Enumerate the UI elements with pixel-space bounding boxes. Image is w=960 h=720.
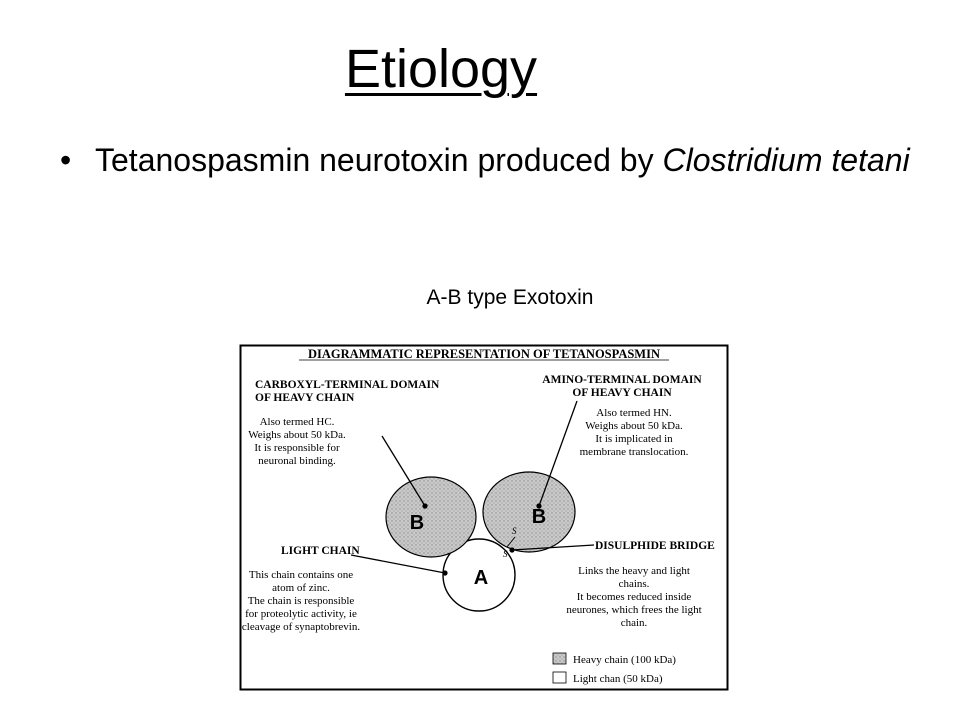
carboxyl-body-3: It is responsible for (254, 442, 340, 454)
legend-light-label: Light chan (50 kDa) (573, 673, 663, 685)
amino-body-1: Also termed HN. (596, 407, 672, 419)
amino-body-3: It is implicated in (595, 433, 673, 445)
light-chain-circle (442, 538, 516, 612)
amino-body-2: Weighs about 50 kDa. (585, 420, 683, 432)
carboxyl-domain-shape (385, 476, 477, 558)
amino-heading-1: AMINO-TERMINAL DOMAIN (542, 374, 702, 386)
light-chain-body-2: atom of zinc. (272, 582, 330, 594)
exotoxin-subtitle: A-B type Exotoxin (426, 286, 594, 309)
bullet-dot: • (60, 142, 72, 178)
legend-heavy-swatch (552, 652, 567, 665)
amino-domain-shape (482, 471, 576, 553)
disulphide-pointer-dot (509, 547, 515, 553)
sulphur-label-bottom: S (503, 549, 508, 559)
carboxyl-body-2: Weighs about 50 kDa. (248, 429, 346, 441)
carboxyl-pointer-dot (422, 503, 428, 509)
disulphide-body-4: neurones, which frees the light (566, 604, 701, 616)
disulphide-body-1: Links the heavy and light (578, 565, 690, 577)
bullet-text-organism: Clostridium tetani (662, 142, 910, 178)
tetanospasmin-diagram: DIAGRAMMATIC REPRESENTATION OF TETANOSPA… (239, 344, 729, 691)
disulphide-bond-line (506, 536, 516, 548)
label-a-light: A (474, 567, 488, 589)
legend-heavy-label: Heavy chain (100 kDa) (573, 654, 676, 666)
light-chain-body-1: This chain contains one (249, 569, 353, 581)
slide-title: Etiology (344, 39, 538, 99)
light-chain-body-3: The chain is responsible (248, 595, 355, 607)
diagram-title: DIAGRAMMATIC REPRESENTATION OF TETANOSPA… (308, 347, 660, 361)
light-chain-heading: LIGHT CHAIN (281, 545, 360, 557)
light-chain-pointer-dot (442, 570, 448, 576)
disulphide-body-3: It becomes reduced inside (577, 591, 692, 603)
sulphur-label-top: S (512, 526, 517, 536)
label-b-left: B (410, 512, 424, 534)
carboxyl-heading-2: OF HEAVY CHAIN (255, 392, 355, 404)
bullet-text: Tetanospasmin neurotoxin produced by Clo… (95, 140, 915, 180)
carboxyl-heading-1: CARBOXYL-TERMINAL DOMAIN (255, 379, 440, 391)
carboxyl-body-1: Also termed HC. (260, 416, 335, 428)
bullet-text-plain: Tetanospasmin neurotoxin produced by (95, 142, 663, 178)
light-chain-pointer-line (350, 554, 446, 574)
label-b-right: B (532, 506, 546, 528)
amino-body-4: membrane translocation. (580, 446, 689, 458)
disulphide-pointer-line (511, 544, 595, 551)
disulphide-body-2: chains. (619, 578, 650, 590)
amino-heading-2: OF HEAVY CHAIN (572, 387, 672, 399)
carboxyl-body-4: neuronal binding. (258, 455, 336, 467)
disulphide-heading: DISULPHIDE BRIDGE (595, 540, 715, 552)
diagram-canvas: DIAGRAMMATIC REPRESENTATION OF TETANOSPA… (239, 344, 729, 691)
carboxyl-pointer-line (381, 435, 426, 507)
disulphide-body-5: chain. (621, 617, 648, 629)
light-chain-body-4: for proteolytic activity, ie (245, 608, 357, 620)
amino-pointer-line (538, 400, 578, 507)
light-chain-body-5: cleavage of synaptobrevin. (242, 621, 360, 633)
amino-pointer-dot (536, 503, 542, 509)
legend-light-swatch (552, 671, 567, 684)
